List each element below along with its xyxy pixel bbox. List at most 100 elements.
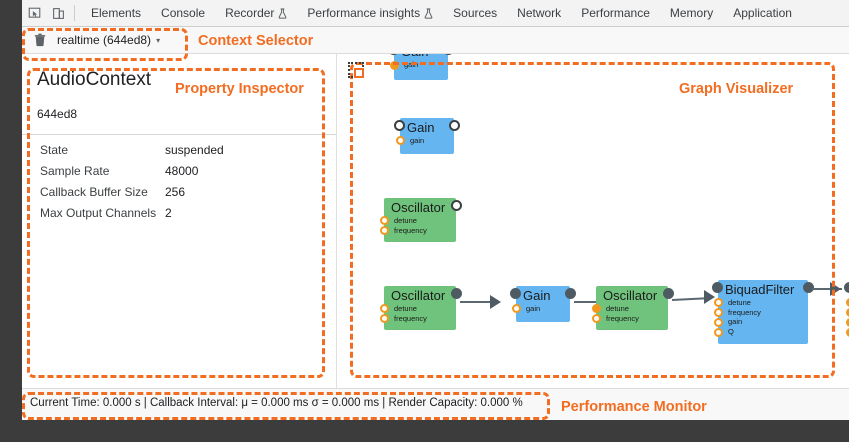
tab-console[interactable]: Console (151, 0, 215, 26)
tab-label: Sources (453, 6, 498, 20)
node-param: Q (728, 326, 734, 336)
node-param: detune (394, 304, 417, 313)
node-param-port-detune[interactable] (380, 216, 389, 225)
device-toolbar-icon[interactable] (46, 0, 70, 26)
graph-node-gain[interactable]: Gain gain (388, 54, 454, 80)
node-param-port-frequency[interactable] (846, 308, 849, 317)
performance-monitor-bar: Current Time: 0.000 s | Callback Interva… (22, 388, 849, 420)
tab-memory[interactable]: Memory (660, 0, 723, 26)
graph-node-oscillator[interactable]: Oscillator detune frequency (592, 286, 674, 330)
node-output-port[interactable] (803, 282, 814, 293)
node-title: Oscillator (391, 288, 446, 303)
node-param-port-q[interactable] (846, 328, 849, 337)
node-param-port-detune[interactable] (380, 304, 389, 313)
node-param-port-frequency[interactable] (380, 226, 389, 235)
context-selector-dropdown[interactable]: realtime (644ed8) ▾ (53, 31, 164, 49)
node-param: frequency (728, 307, 761, 317)
tab-label: Memory (669, 6, 714, 20)
window-bottom-frame (0, 420, 849, 442)
node-title: BiquadFilter (725, 282, 795, 297)
node-param-port-gain[interactable] (714, 318, 723, 327)
node-output-port[interactable] (663, 288, 674, 299)
tab-application[interactable]: Application (723, 0, 802, 26)
node-param-port-gain[interactable] (846, 318, 849, 327)
tab-label: Console (161, 6, 206, 20)
property-table: State suspended Sample Rate 48000 Callba… (40, 143, 224, 220)
tab-performance[interactable]: Performance (571, 0, 660, 26)
context-selector-toolbar: realtime (644ed8) ▾ (22, 27, 849, 54)
inspect-element-icon[interactable] (22, 0, 46, 26)
graph-node-gain[interactable]: Gain gain (510, 286, 576, 322)
node-param: frequency (394, 313, 427, 323)
node-param: frequency (394, 225, 427, 235)
property-value: 256 (165, 185, 186, 199)
node-title: Gain (407, 120, 435, 135)
property-value: suspended (165, 143, 224, 157)
property-key: Sample Rate (40, 164, 110, 178)
node-param-port-frequency[interactable] (380, 314, 389, 323)
devtools-tabbar: Elements Console Recorder Performance in… (22, 0, 849, 27)
graph-node-oscillator[interactable]: Oscillator detune frequency (380, 286, 462, 330)
window-left-frame (0, 0, 22, 442)
inspector-divider (22, 134, 336, 135)
tab-sources[interactable]: Sources (443, 0, 507, 26)
node-param-port-q[interactable] (714, 328, 723, 337)
tab-label: Performance insights (307, 6, 421, 20)
graph-edge-arrow (704, 290, 715, 304)
context-id: 644ed8 (37, 107, 78, 121)
tab-label: Performance (581, 6, 650, 20)
node-param-port-frequency[interactable] (592, 314, 601, 323)
node-param-port-gain[interactable] (390, 61, 399, 70)
graph-node-gain[interactable]: Gain gain (394, 118, 460, 154)
node-param: frequency (606, 313, 639, 323)
selection-handle[interactable] (348, 62, 364, 78)
node-param: detune (606, 304, 629, 313)
graph-edge-arrow (830, 282, 841, 296)
graph-edge-arrow (490, 295, 501, 309)
property-key: State (40, 143, 69, 157)
property-value: 48000 (165, 164, 199, 178)
node-title: Oscillator (391, 200, 446, 215)
annotation-label-graph-visualizer: Graph Visualizer (679, 81, 794, 97)
node-param-port-gain[interactable] (396, 136, 405, 145)
graph-edge (812, 288, 842, 290)
tab-performance-insights[interactable]: Performance insights (297, 0, 443, 26)
trash-icon[interactable] (27, 27, 53, 53)
node-param: gain (410, 136, 425, 145)
tab-network[interactable]: Network (507, 0, 571, 26)
node-output-port[interactable] (565, 288, 576, 299)
node-output-port[interactable] (449, 120, 460, 131)
property-inspector-pane: AudioContext 644ed8 State suspended Samp… (22, 54, 337, 388)
node-output-port[interactable] (451, 288, 462, 299)
node-param-port-gain[interactable] (512, 304, 521, 313)
tab-elements[interactable]: Elements (81, 0, 151, 26)
node-param-port-detune[interactable] (846, 298, 849, 307)
graph-edge (574, 301, 608, 303)
performance-monitor-text: Current Time: 0.000 s | Callback Interva… (30, 397, 523, 409)
node-param-port-frequency[interactable] (714, 308, 723, 317)
tabbar-divider (74, 5, 75, 21)
node-param-port-detune[interactable] (592, 304, 601, 313)
node-title: Gain (394, 54, 448, 60)
node-title: Oscillator (603, 288, 658, 303)
graph-node-biquadfilter[interactable]: BiquadFilter detune frequency gain Q (712, 280, 814, 344)
node-input-port[interactable] (844, 282, 849, 293)
graph-node-oscillator[interactable]: Oscillator detune frequency (380, 198, 462, 242)
graph-edge (460, 301, 496, 303)
tab-recorder[interactable]: Recorder (215, 0, 297, 26)
node-output-port[interactable] (451, 200, 462, 211)
node-input-port[interactable] (712, 282, 723, 293)
context-selector-value: realtime (644ed8) (57, 33, 152, 47)
property-value: 2 (165, 206, 172, 220)
property-key: Callback Buffer Size (40, 185, 148, 199)
node-param-port-detune[interactable] (714, 298, 723, 307)
tab-label: Elements (91, 6, 142, 20)
node-input-port[interactable] (510, 288, 521, 299)
experiment-flask-icon (278, 7, 287, 19)
graph-visualizer-canvas[interactable]: Gain gain Gain gain Oscillator detune fr… (338, 54, 849, 388)
experiment-flask-icon (424, 7, 433, 19)
node-title: Gain (523, 288, 551, 303)
node-input-port[interactable] (394, 120, 405, 131)
tab-label: Application (733, 6, 792, 20)
